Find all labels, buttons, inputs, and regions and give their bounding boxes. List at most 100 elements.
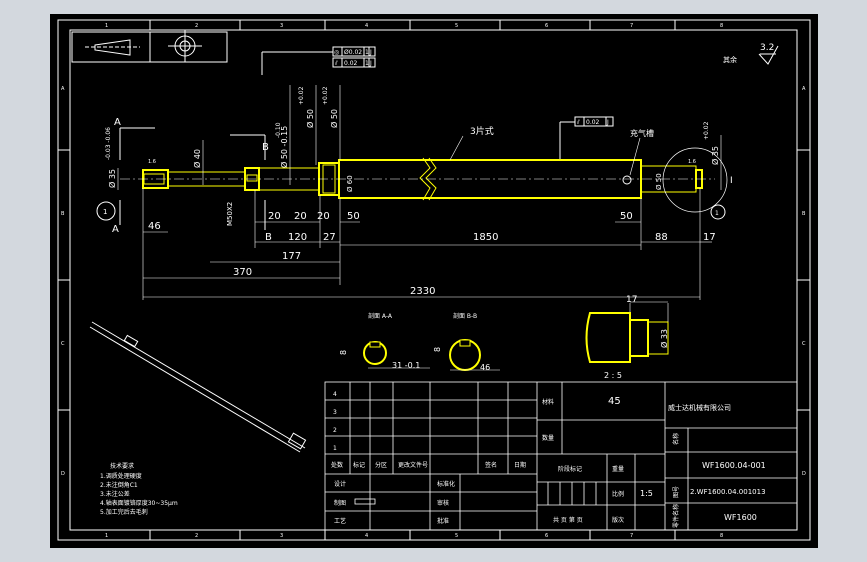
section-arrow-a-bottom: A [112, 224, 119, 235]
hdr-sign: 签名 [485, 461, 497, 469]
detail-dim-17: 17 [626, 295, 637, 305]
tb-stage-mark: 阶段标记 [558, 465, 582, 473]
tb-weight: 重量 [612, 465, 624, 473]
tb-check: 标准化 [437, 480, 455, 488]
dim-len-27: 27 [323, 232, 336, 243]
tb-code-label: 图号 [673, 486, 680, 498]
dim-dia-50-a-tol: -0.10 [275, 122, 282, 138]
section-arrow-b-top: B [262, 142, 269, 153]
dim-len-50-b: 50 [620, 211, 633, 222]
grid-col-5: 5 [455, 23, 458, 29]
detail-view-enlarged [585, 312, 669, 363]
grid-row-d: D [61, 471, 65, 477]
roughness-small-left: 1.6 [148, 159, 156, 165]
rev-row-2: 2 [333, 427, 337, 434]
grid-col-3-bottom: 3 [280, 533, 283, 539]
section-aa-dim-31: 31 -0.1 [392, 361, 420, 370]
section-views: 剖面 A-A 剖面 B-B 8 8 31 -0.1 46 [339, 312, 500, 372]
grid-col-2-bottom: 2 [195, 533, 198, 539]
dim-len-120: 120 [288, 232, 307, 243]
section-bb-title: 剖面 B-B [453, 312, 477, 320]
grid-row-b: B [61, 211, 65, 217]
section-aa-dim-8: 8 [339, 350, 348, 355]
grid-col-7-bottom: 7 [630, 533, 633, 539]
dim-len-1850: 1850 [473, 232, 498, 243]
dim-dia-35-right: Ø 35 [710, 146, 720, 165]
hdr-mark: 标记 [353, 461, 365, 469]
tech-req-line-3: 3.未注公差 [100, 490, 130, 498]
dim-len-20-a: 20 [268, 211, 281, 222]
dim-dia-50-c: Ø 50 [329, 109, 339, 128]
geotol-keyway-parallel-icon: ⫽ [576, 119, 580, 126]
tb-surface-label: 数量 [542, 434, 554, 442]
tb-drawing-code-2: 2.WF1600.04.001013 [690, 488, 766, 496]
roughness-symbol: 3.2 其余 [723, 43, 779, 65]
dim-dia-50-b-tol: +0.02 [298, 86, 305, 105]
section-arrow-a-top: A [114, 117, 121, 128]
tb-name-label: 名称 [672, 433, 680, 445]
dim-dia-50-b: Ø 50 [305, 109, 315, 128]
dim-len-50-a: 50 [347, 211, 360, 222]
grid-col-8-bottom: 8 [720, 533, 723, 539]
grid-row-d-right: D [802, 471, 806, 477]
geo-tol-frames: ◎ Ø0.02 1 J ⫽ 0.02 1 J ⫽ 0.02 J [261, 46, 614, 160]
datum-balloon-left [96, 201, 116, 221]
hdr-date: 日期 [514, 461, 526, 469]
drawing-background [50, 14, 818, 548]
tb-std: 审核 [437, 499, 449, 507]
tb-part-name-label: 零件名称 [672, 504, 680, 528]
dim-len-2330: 2330 [410, 286, 435, 297]
dim-dia-60: Ø 60 [346, 175, 354, 192]
hdr-zone: 分区 [375, 461, 387, 469]
detail-scale: 2 : 5 [604, 371, 622, 380]
dim-thread-m50: M50X2 [226, 202, 234, 226]
grid-col-1-bottom: 1 [105, 533, 108, 539]
roughness-note: 其余 [723, 55, 737, 64]
tb-scale-label: 比例 [612, 490, 624, 498]
dim-len-17: 17 [703, 232, 716, 243]
grid-col-1: 1 [105, 23, 108, 29]
grid-col-6-bottom: 6 [545, 533, 548, 539]
tb-approve: 批准 [437, 517, 449, 525]
tb-material-label: 材料 [542, 398, 554, 406]
geotol-row2-datum: 1 [365, 60, 369, 67]
grid-col-4-bottom: 4 [365, 533, 368, 539]
hdr-count: 处数 [331, 461, 343, 469]
section-arrow-b-bottom: B [265, 232, 272, 243]
geotol-row2-datum2: J [369, 60, 372, 67]
section-aa-title: 剖面 A-A [368, 312, 393, 320]
grid-labels-left: A B C D A B C D [61, 86, 806, 477]
tech-req-line-5: 5.加工完后去毛刺 [100, 508, 148, 516]
tb-pages: 共 页 第 页 [553, 516, 583, 524]
dim-dia-40: Ø 40 [192, 149, 202, 168]
grid-row-a: A [61, 86, 65, 92]
dim-len-177: 177 [282, 251, 301, 262]
note-three-piece: 3片式 [470, 125, 494, 137]
grid-row-c: C [61, 341, 65, 347]
section-bb-dim-46: 46 [480, 363, 490, 372]
geotol-row1-value: Ø0.02 [344, 49, 362, 56]
dim-len-88: 88 [655, 232, 668, 243]
gas-groove-marker [622, 175, 632, 185]
geotol-row1-datum2: J [369, 49, 372, 56]
detail-balloon-number: 1 [715, 210, 719, 217]
geotol-row2-value: 0.02 [344, 60, 358, 67]
dim-tol-right: +0.02 [703, 121, 710, 140]
tb-design: 设计 [334, 480, 346, 488]
tb-material-value: 45 [608, 396, 621, 407]
tech-req-title: 技术要求 [110, 462, 134, 470]
dim-len-46: 46 [148, 221, 161, 232]
geotol-keyway-datum: J [606, 119, 609, 126]
tech-req-line-1: 1.调质处理硬度 [100, 472, 142, 480]
dim-dia-35-left: Ø 35 [107, 169, 117, 188]
dim-tol-left: -0.03 -0.06 [105, 127, 112, 160]
roughness-value: 3.2 [760, 43, 774, 53]
rev-row-3: 3 [333, 409, 337, 416]
grid-col-4: 4 [365, 23, 368, 29]
tb-process: 工艺 [334, 517, 346, 525]
grid-col-2: 2 [195, 23, 198, 29]
grid-row-a-right: A [802, 86, 806, 92]
tb-drawing-code-3: WF1600 [724, 513, 757, 522]
